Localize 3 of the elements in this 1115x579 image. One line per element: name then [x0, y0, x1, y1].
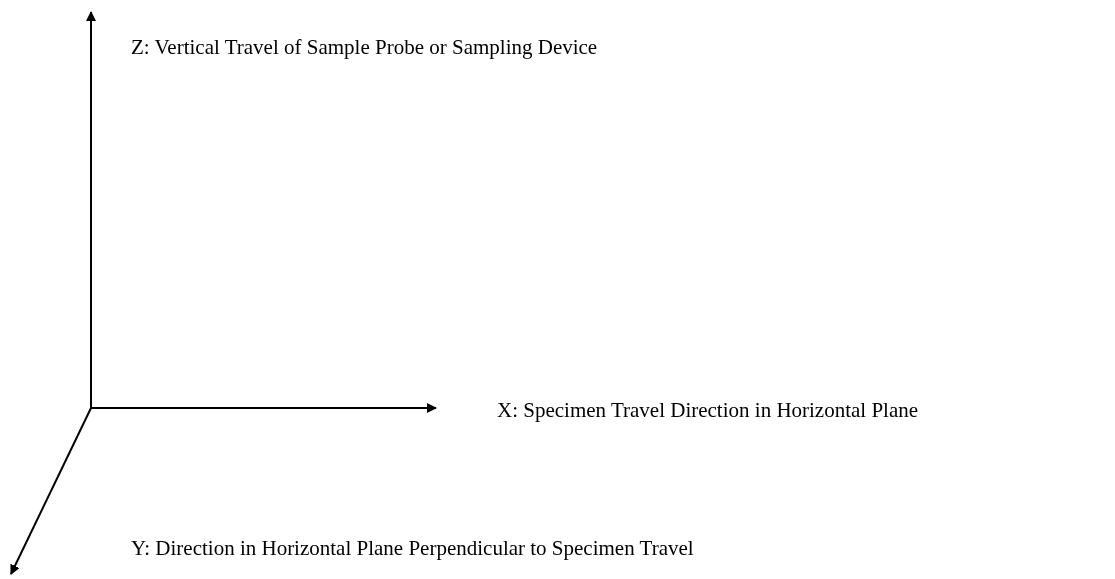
axis-label: X: Specimen Travel Direction in Horizontal Plane	[497, 398, 919, 422]
axis-label: Z: Vertical Travel of Sample Probe or Sampling Device	[131, 35, 598, 59]
axis-label: Y: Direction in Horizontal Plane Perpendicular to Specimen Travel	[131, 536, 694, 560]
